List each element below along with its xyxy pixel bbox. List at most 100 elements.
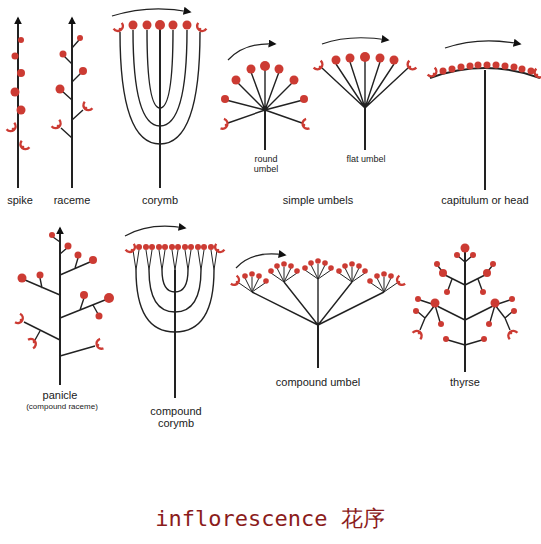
open-flower (533, 69, 541, 80)
stem-branch (71, 18, 73, 188)
stem-branch (239, 264, 397, 292)
open-flower (221, 119, 229, 130)
stem-branch (364, 108, 366, 150)
flower-bud (439, 269, 447, 277)
caption: inflorescence 花序 (155, 504, 384, 534)
flower-bud (281, 261, 287, 267)
open-flower (114, 23, 125, 33)
flower-bud (376, 54, 385, 63)
flower-bud (104, 293, 114, 303)
stem-branch (24, 237, 105, 356)
stem-branch (112, 9, 190, 16)
flower-bud (249, 271, 255, 277)
flower-bud (275, 65, 284, 74)
open-flower (126, 244, 137, 254)
compound-umbel-drawing (231, 254, 405, 368)
flower-bud (434, 261, 440, 267)
stem-branch (17, 18, 19, 188)
type-label: panicle (43, 389, 78, 401)
flower-bud (443, 336, 449, 342)
flower-bud (342, 263, 348, 269)
flower-bud (183, 21, 192, 30)
stem-branch (464, 252, 466, 372)
flower-bud (509, 296, 515, 302)
flower-bud (37, 272, 44, 279)
flower-bud (367, 278, 373, 284)
flower-bud (519, 66, 526, 73)
type-label: simple umbels (283, 194, 353, 206)
stem-branch (228, 44, 275, 60)
open-flower (95, 339, 103, 350)
flower-bud (268, 268, 274, 274)
open-flower (28, 337, 38, 348)
type-label: raceme (54, 194, 91, 206)
flower-bud (470, 252, 476, 258)
flower-bud (221, 95, 229, 103)
compound-corymb-drawing (125, 226, 224, 398)
stem-branch (136, 270, 214, 332)
flower-bud (195, 244, 201, 250)
flower-bud (18, 274, 27, 283)
flower-bud (149, 244, 155, 250)
flower-bud (242, 273, 248, 279)
open-flower (413, 329, 424, 339)
flower-bud (511, 64, 518, 71)
flower-bud (60, 51, 67, 58)
flower-bud (17, 106, 26, 115)
spike-drawing (7, 18, 30, 188)
flower-bud (12, 53, 19, 60)
flower-bud (356, 263, 362, 269)
flower-bud (290, 76, 299, 85)
flower-bud (374, 273, 380, 279)
flower-bud (454, 252, 460, 258)
stem-branch (322, 61, 408, 108)
flower-bud (288, 263, 294, 269)
flower-bud (486, 321, 492, 327)
flower-bud (247, 65, 256, 74)
flower-bud (528, 68, 535, 75)
flower-bud (360, 52, 370, 62)
type-label: thyrse (450, 376, 480, 388)
open-flower (231, 276, 241, 287)
flower-bud (493, 62, 500, 69)
panicle-drawing (15, 228, 114, 385)
open-flower (15, 314, 25, 325)
stem-branch (133, 250, 217, 270)
flower-bud (461, 244, 470, 253)
flower-bud (328, 265, 334, 271)
capitulum-drawing (428, 41, 541, 190)
flower-bud (336, 268, 342, 274)
flower-bud (79, 67, 87, 75)
stem-branch (317, 325, 319, 368)
stem-branch (252, 279, 384, 325)
flower-bud (390, 56, 399, 65)
flower-bud (96, 313, 103, 320)
flower-bud (300, 95, 308, 103)
flower-bud (322, 260, 328, 266)
flower-bud (475, 62, 482, 69)
flower-bud (413, 308, 419, 314)
flower-bud (444, 289, 450, 295)
flower-bud (169, 244, 175, 250)
type-label: round umbel (246, 155, 286, 175)
stem-branch (322, 38, 388, 44)
flower-bud (17, 69, 25, 77)
stem-branch (120, 30, 200, 144)
open-flower (395, 276, 405, 287)
stem-branch (174, 270, 176, 398)
flower-bud (65, 243, 72, 250)
type-label: spike (7, 194, 33, 206)
type-label: (compound raceme) (26, 403, 98, 412)
open-flower (428, 68, 439, 79)
flower-bud (481, 336, 487, 342)
flower-bud (349, 261, 355, 267)
open-flower (52, 120, 63, 130)
open-flower (301, 119, 309, 130)
open-flower (406, 61, 417, 72)
flower-bud (143, 21, 152, 30)
flower-bud (511, 308, 517, 314)
flower-bud (80, 291, 88, 299)
flower-bud (143, 244, 149, 250)
open-flower (314, 61, 325, 72)
open-flower (81, 102, 92, 112)
